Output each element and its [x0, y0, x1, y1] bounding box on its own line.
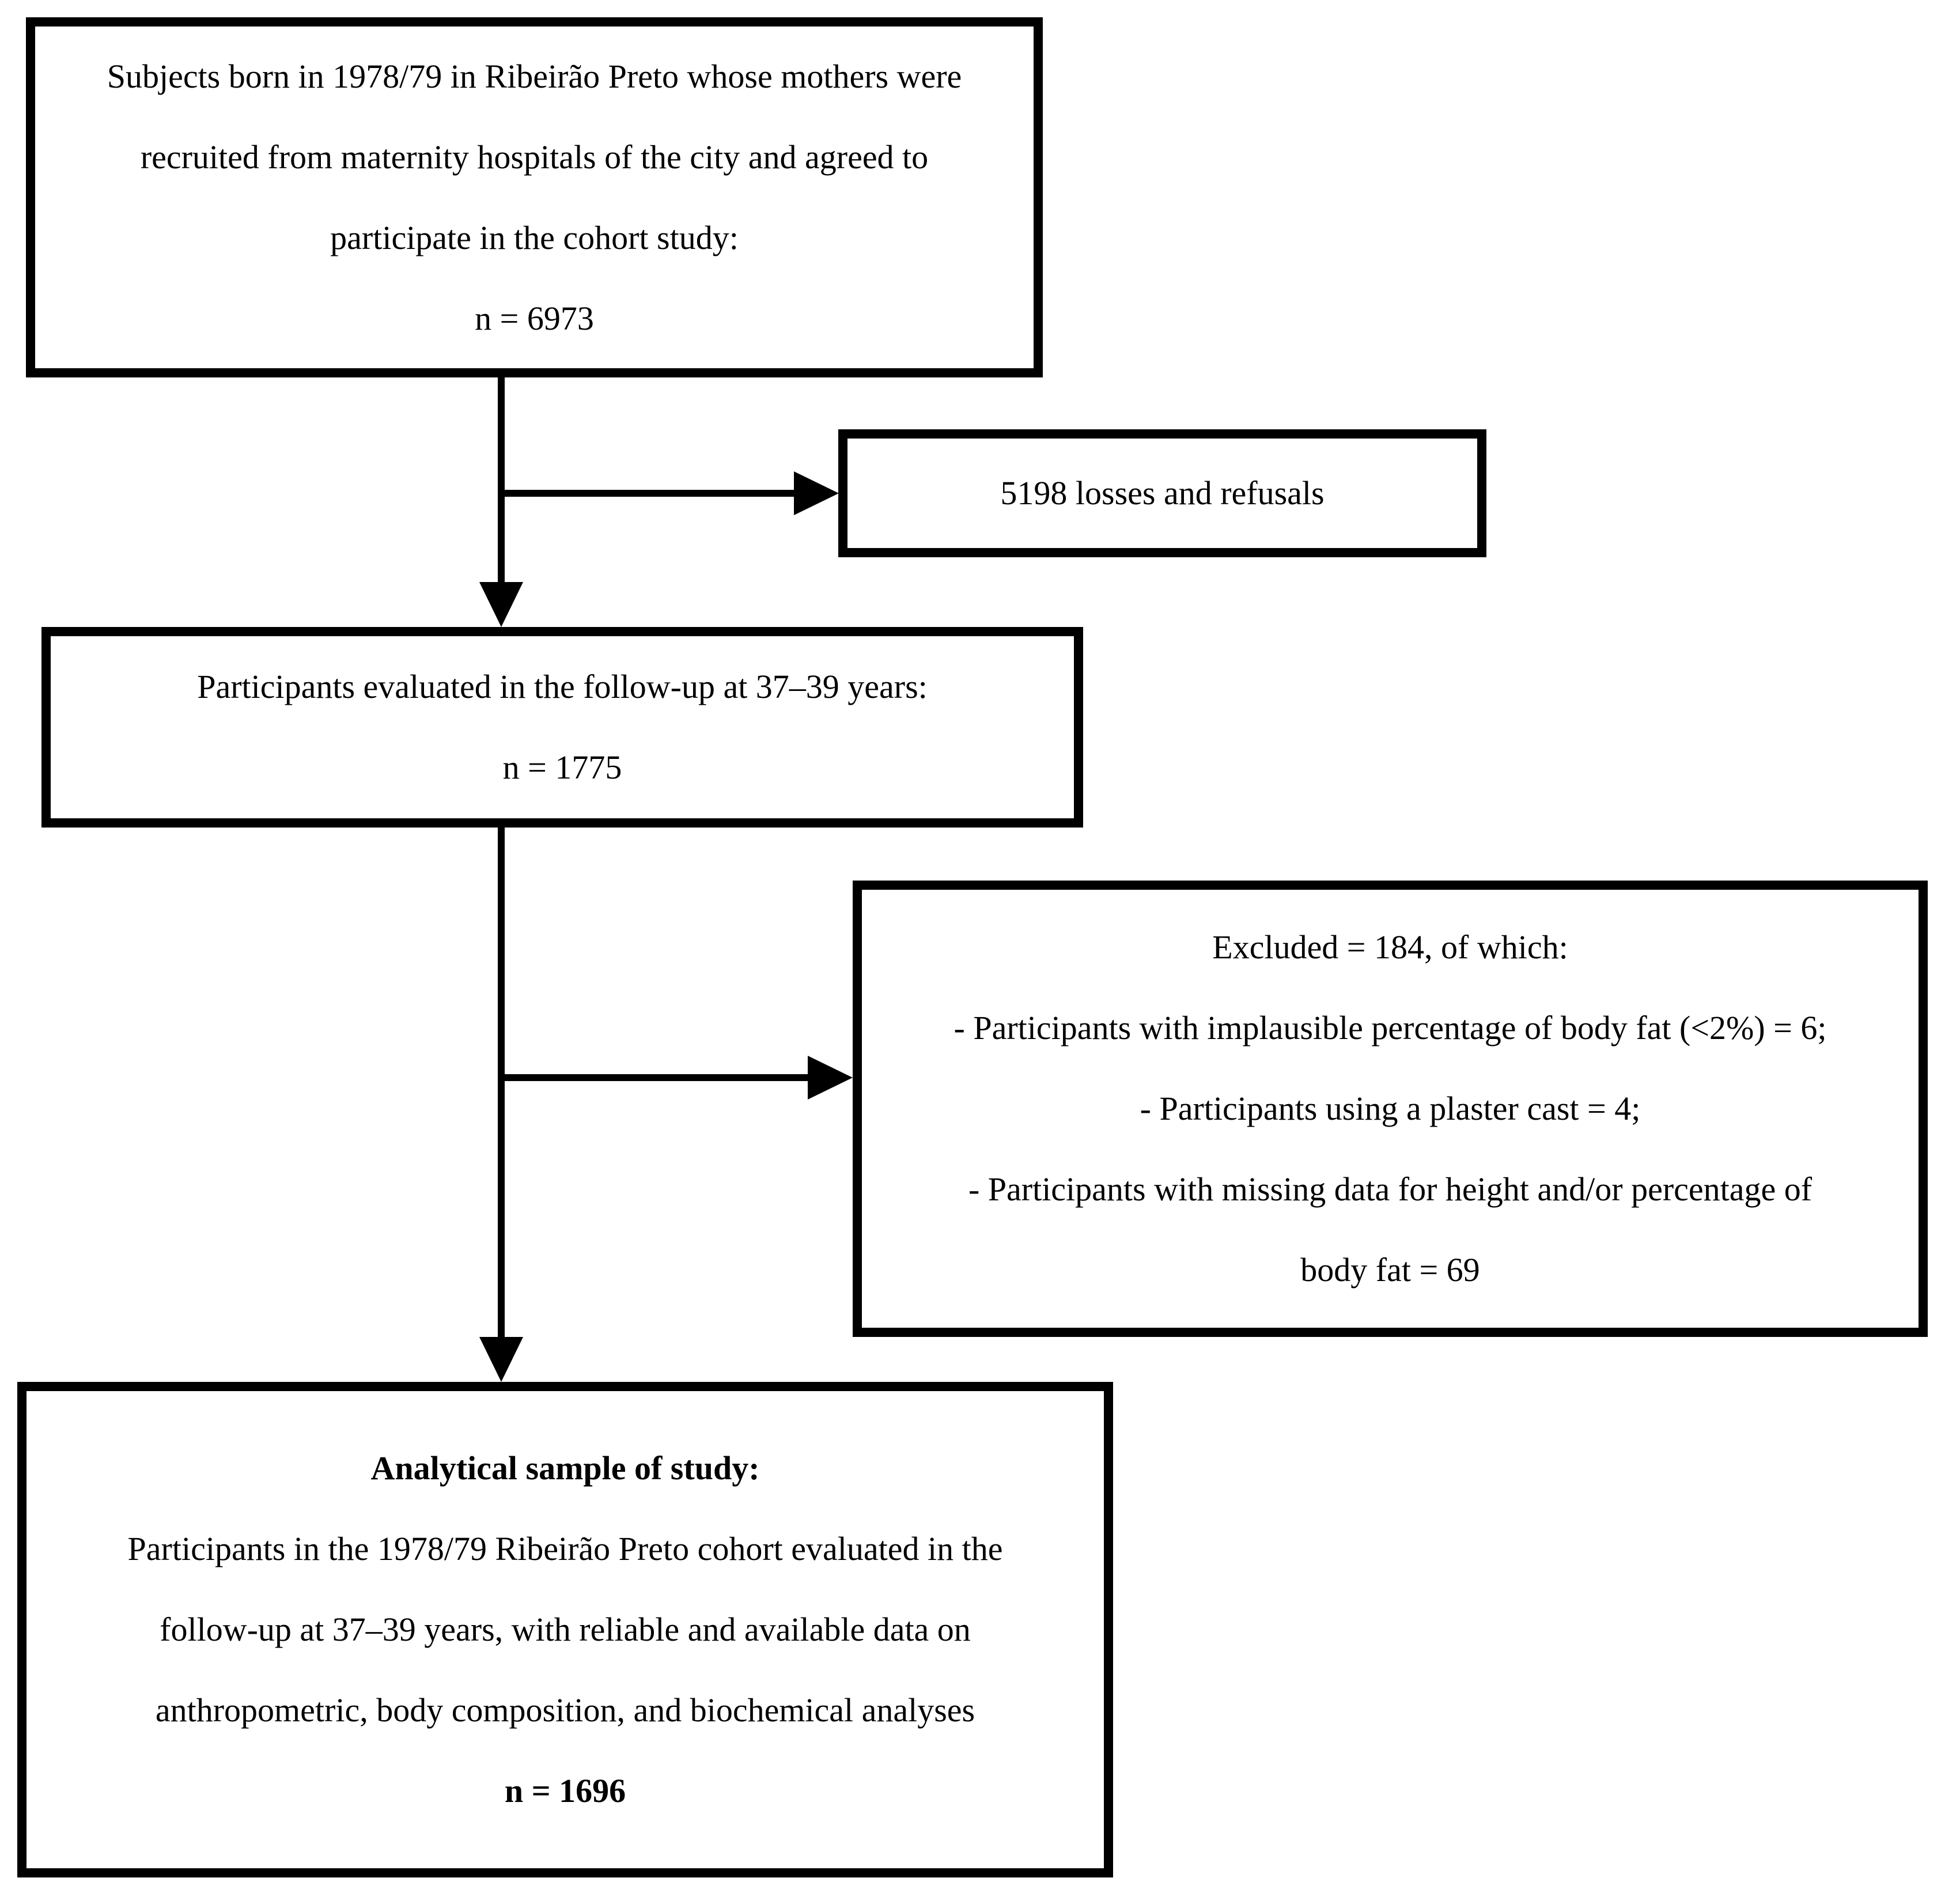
excluded-box: Excluded = 184, of which: - Participants…: [853, 881, 1928, 1337]
analytical-sample-box: Analytical sample of study: Participants…: [17, 1382, 1113, 1877]
arrowhead-right-icon: [794, 471, 839, 515]
losses-label: 5198 losses and refusals: [1000, 474, 1325, 512]
analytical-line: follow-up at 37–39 years, with reliable …: [160, 1611, 971, 1648]
enrollment-line: participate in the cohort study:: [330, 218, 739, 256]
enrollment-box: Subjects born in 1978/79 in Ribeirão Pre…: [26, 17, 1043, 377]
excluded-heading: Excluded = 184, of which:: [1212, 928, 1568, 966]
analytical-line: Participants in the 1978/79 Ribeirão Pre…: [127, 1530, 1003, 1567]
arrowhead-down-icon: [479, 1337, 523, 1382]
followup-count: n = 1775: [502, 749, 622, 786]
connector-followup-to-analytical: [498, 828, 505, 1339]
excluded-item: - Participants using a plaster cast = 4;: [1140, 1090, 1641, 1127]
enrollment-line: Subjects born in 1978/79 in Ribeirão Pre…: [107, 57, 962, 95]
connector-branch-to-excluded: [498, 1074, 809, 1081]
followup-box: Participants evaluated in the follow-up …: [41, 627, 1083, 828]
followup-line: Participants evaluated in the follow-up …: [197, 668, 928, 705]
connector-branch-to-losses: [498, 490, 797, 497]
analytical-title: Analytical sample of study:: [370, 1449, 760, 1487]
arrowhead-down-icon: [479, 582, 523, 627]
analytical-count: n = 1696: [504, 1772, 626, 1809]
excluded-item: - Participants with implausible percenta…: [953, 1009, 1827, 1046]
excluded-item-continuation: body fat = 69: [1300, 1251, 1480, 1289]
enrollment-line: recruited from maternity hospitals of th…: [140, 138, 929, 176]
connector-enrollment-to-followup: [498, 377, 505, 585]
enrollment-count: n = 6973: [475, 299, 594, 337]
excluded-item: - Participants with missing data for hei…: [968, 1170, 1813, 1208]
losses-box: 5198 losses and refusals: [838, 429, 1486, 557]
analytical-line: anthropometric, body composition, and bi…: [155, 1691, 975, 1729]
arrowhead-right-icon: [808, 1056, 853, 1100]
